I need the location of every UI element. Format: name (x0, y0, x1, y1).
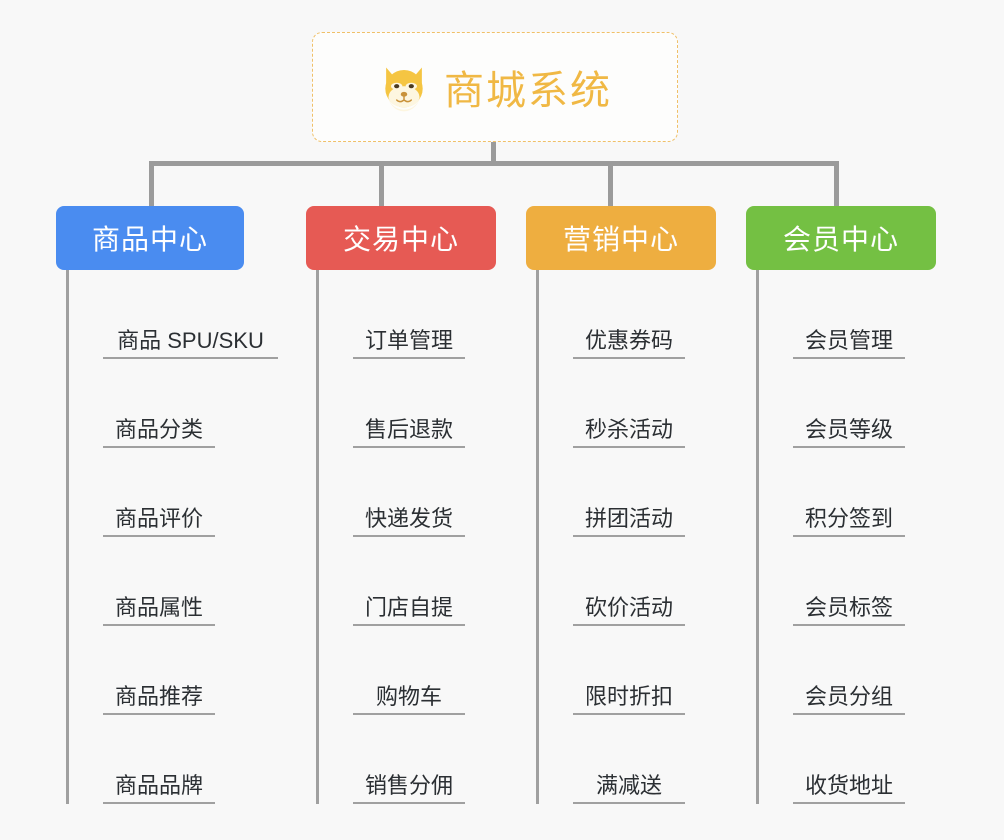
list-item[interactable]: 限时折扣 (539, 626, 746, 715)
list-item[interactable]: 秒杀活动 (539, 359, 746, 448)
list-item[interactable]: 优惠券码 (539, 270, 746, 359)
leaf-label: 商品属性 (103, 596, 215, 626)
list-item[interactable]: 订单管理 (319, 270, 526, 359)
leaf-label: 商品推荐 (103, 685, 215, 715)
list-item[interactable]: 门店自提 (319, 537, 526, 626)
list-item[interactable]: 满减送 (539, 715, 746, 804)
list-item[interactable]: 商品评价 (69, 448, 276, 537)
leaf-label: 拼团活动 (573, 507, 685, 537)
branch-header-trade-center[interactable]: 交易中心 (306, 206, 496, 270)
branch-header-label: 会员中心 (782, 224, 899, 255)
list-item[interactable]: 收货地址 (759, 715, 966, 804)
branch-header-label: 商品中心 (91, 224, 208, 255)
list-item[interactable]: 拼团活动 (539, 448, 746, 537)
branch-marketing-center: 营销中心 优惠券码 秒杀活动 拼团活动 砍价活动 限时折扣 满减送 (526, 206, 746, 804)
leaf-label: 商品品牌 (103, 774, 215, 804)
leaf-label: 限时折扣 (573, 685, 685, 715)
leaf-label: 秒杀活动 (573, 418, 685, 448)
branch-header-marketing-center[interactable]: 营销中心 (526, 206, 716, 270)
shiba-dog-face-icon (378, 61, 430, 113)
connector-drop-2 (379, 161, 384, 208)
leaf-label: 商品评价 (103, 507, 215, 537)
branch-header-label: 营销中心 (562, 224, 679, 255)
leaf-label: 优惠券码 (573, 329, 685, 359)
leaf-label: 会员分组 (793, 685, 905, 715)
leaf-label: 会员等级 (793, 418, 905, 448)
leaf-label: 砍价活动 (573, 596, 685, 626)
list-item[interactable]: 会员管理 (759, 270, 966, 359)
list-item[interactable]: 商品推荐 (69, 626, 276, 715)
root-title: 商城系统 (444, 69, 612, 113)
branch-product-center: 商品中心 商品 SPU/SKU 商品分类 商品评价 商品属性 商品推荐 商品品牌 (56, 206, 278, 804)
connector-drop-4 (834, 161, 839, 208)
connector-trunk (491, 142, 496, 164)
leaf-label: 会员标签 (793, 596, 905, 626)
leaf-label: 快递发货 (353, 507, 465, 537)
branch-header-label: 交易中心 (342, 224, 459, 255)
leaf-label: 商品分类 (103, 418, 215, 448)
list-item[interactable]: 快递发货 (319, 448, 526, 537)
leaf-label: 商品 SPU/SKU (103, 329, 278, 359)
list-item[interactable]: 售后退款 (319, 359, 526, 448)
leaf-list-marketing-center: 优惠券码 秒杀活动 拼团活动 砍价活动 限时折扣 满减送 (536, 270, 746, 804)
leaf-label: 满减送 (573, 774, 685, 804)
connector-drop-3 (608, 161, 613, 208)
list-item[interactable]: 商品分类 (69, 359, 276, 448)
branch-trade-center: 交易中心 订单管理 售后退款 快递发货 门店自提 购物车 销售分佣 (306, 206, 526, 804)
leaf-label: 销售分佣 (353, 774, 465, 804)
list-item[interactable]: 销售分佣 (319, 715, 526, 804)
list-item[interactable]: 商品品牌 (69, 715, 276, 804)
list-item[interactable]: 会员标签 (759, 537, 966, 626)
list-item[interactable]: 购物车 (319, 626, 526, 715)
connector-horizontal-bus (149, 161, 839, 166)
leaf-label: 积分签到 (793, 507, 905, 537)
leaf-list-trade-center: 订单管理 售后退款 快递发货 门店自提 购物车 销售分佣 (316, 270, 526, 804)
list-item[interactable]: 积分签到 (759, 448, 966, 537)
list-item[interactable]: 会员分组 (759, 626, 966, 715)
leaf-label: 购物车 (353, 685, 465, 715)
list-item[interactable]: 会员等级 (759, 359, 966, 448)
list-item[interactable]: 商品属性 (69, 537, 276, 626)
leaf-label: 售后退款 (353, 418, 465, 448)
leaf-label: 收货地址 (793, 774, 905, 804)
list-item[interactable]: 砍价活动 (539, 537, 746, 626)
branch-header-member-center[interactable]: 会员中心 (746, 206, 936, 270)
connector-drop-1 (149, 161, 154, 208)
branch-member-center: 会员中心 会员管理 会员等级 积分签到 会员标签 会员分组 收货地址 (746, 206, 966, 804)
leaf-label: 会员管理 (793, 329, 905, 359)
root-node[interactable]: 商城系统 (312, 32, 678, 142)
leaf-label: 门店自提 (353, 596, 465, 626)
leaf-label: 订单管理 (353, 329, 465, 359)
list-item[interactable]: 商品 SPU/SKU (69, 270, 278, 359)
leaf-list-member-center: 会员管理 会员等级 积分签到 会员标签 会员分组 收货地址 (756, 270, 966, 804)
branch-header-product-center[interactable]: 商品中心 (56, 206, 244, 270)
leaf-list-product-center: 商品 SPU/SKU 商品分类 商品评价 商品属性 商品推荐 商品品牌 (66, 270, 278, 804)
